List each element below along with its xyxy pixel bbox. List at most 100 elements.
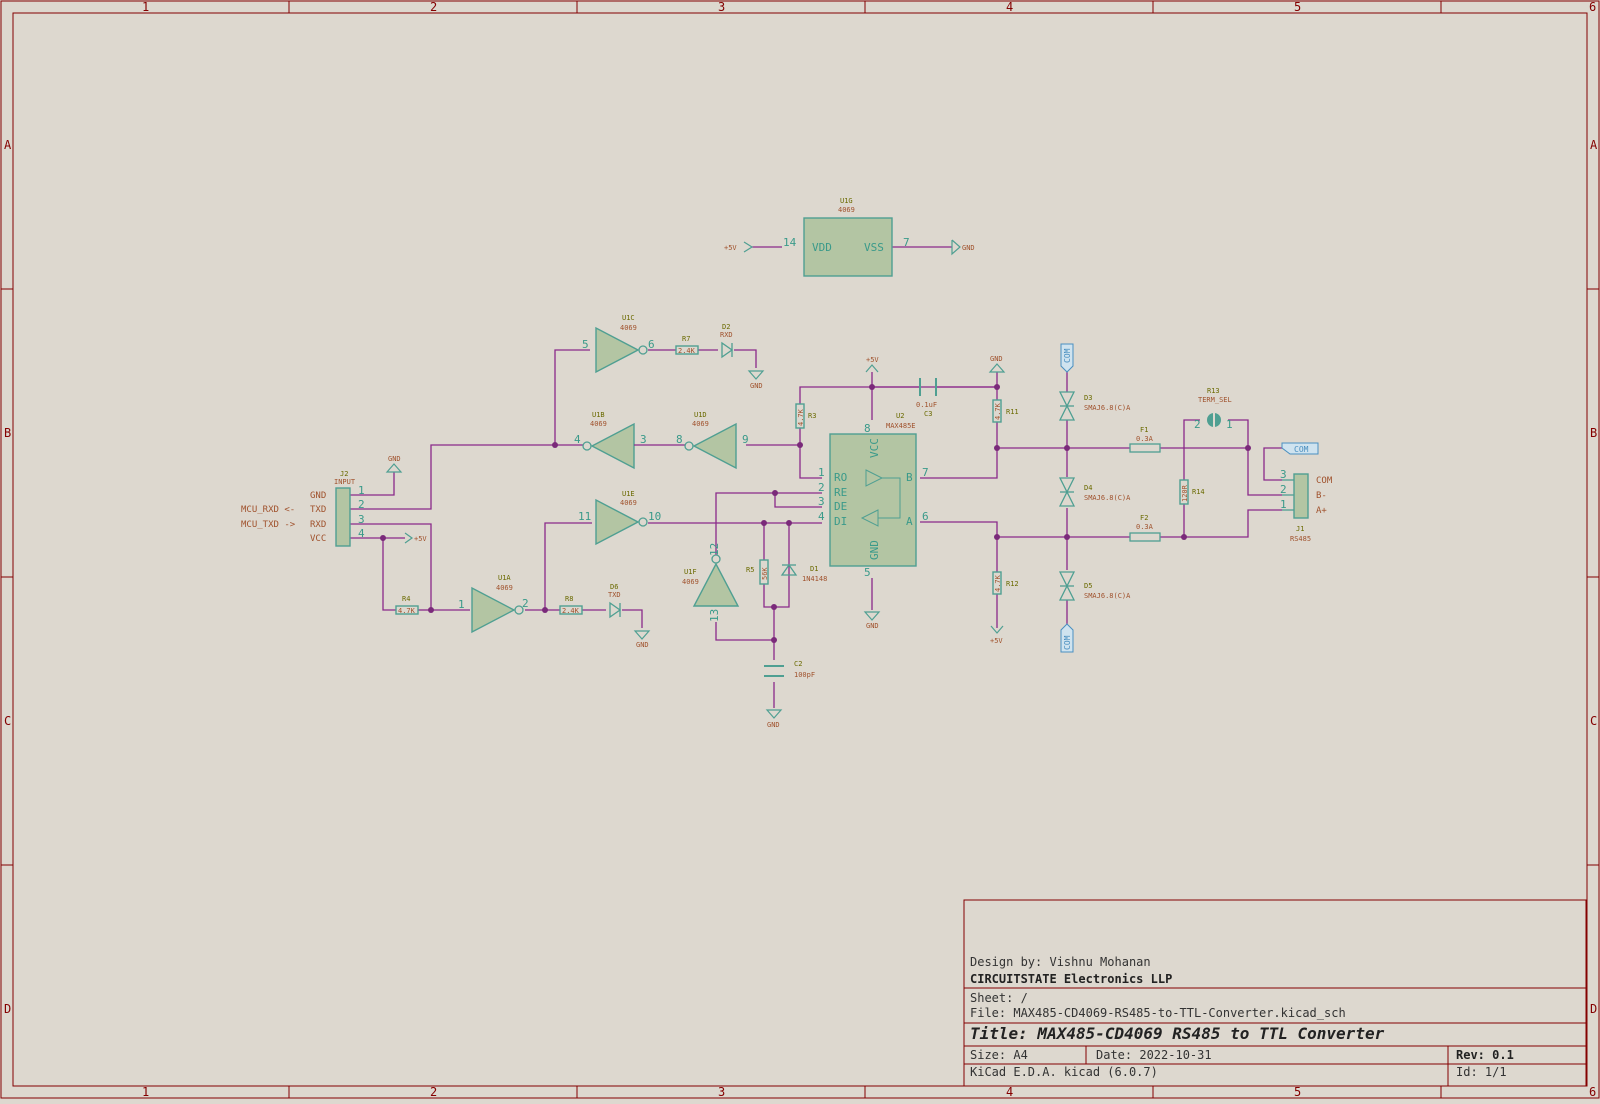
- frame-row-label: D: [1590, 1002, 1597, 1016]
- j2-name-rxd: RXD: [310, 520, 326, 530]
- u1c-value: 4069: [620, 324, 637, 332]
- u1g-ref: U1G: [840, 197, 853, 205]
- j2-input-connector[interactable]: J2 INPUT 1 2 3 4 GND TXD RXD VCC MCU_RXD…: [241, 470, 365, 547]
- tb-design-by: Design by: Vishnu Mohanan: [970, 955, 1151, 969]
- u2-value: MAX485E: [886, 422, 916, 430]
- u1a-pin-out: 2: [522, 597, 529, 610]
- d1-value: 1N4148: [802, 575, 827, 583]
- j1-value: RS485: [1290, 535, 1311, 543]
- u2-b: B: [906, 471, 913, 484]
- u2-di: DI: [834, 515, 847, 528]
- diodes: D2 RXD D6 TXD D1 1N4148 D3 SMAJ6.8(C)A D…: [608, 323, 1131, 619]
- d6-ref: D6: [610, 583, 618, 591]
- com-label-j1: COM: [1294, 445, 1309, 454]
- u1e-pin-out: 10: [648, 510, 661, 523]
- frame-col-label: 5: [1294, 0, 1301, 14]
- r5-ref: R5: [746, 566, 754, 574]
- d2-value: RXD: [720, 331, 733, 339]
- c2-ref: C2: [794, 660, 802, 668]
- u1g-pwr-5v: +5V: [724, 244, 737, 252]
- u1c-pin-in: 5: [582, 338, 589, 351]
- c3-ref: C3: [924, 410, 932, 418]
- frame-col-label: 2: [430, 1085, 437, 1099]
- frame-col-label: 5: [1294, 1085, 1301, 1099]
- u2-max485e[interactable]: U2 MAX485E RO RE DE DI B A VCC GND 1 2 3…: [818, 412, 929, 579]
- u1b-ref: U1B: [592, 411, 605, 419]
- j1-ref: J1: [1296, 525, 1304, 533]
- frame-row-label: A: [1590, 138, 1598, 152]
- u1g-power-unit[interactable]: U1G 4069 VDD VSS 14 7 +5V GND: [724, 197, 975, 277]
- u1a-ref: U1A: [498, 574, 511, 582]
- f2-ref: F2: [1140, 514, 1148, 522]
- resistors: R7 2.4K R8 2.4K R4 4.7K R3 4.7K R5 56K R…: [395, 335, 1205, 615]
- frame-col-label: 6: [1589, 0, 1596, 14]
- j1-name-b: B-: [1316, 491, 1327, 501]
- r14-ref: R14: [1192, 488, 1205, 496]
- f1-ref: F1: [1140, 426, 1148, 434]
- u2-re: RE: [834, 486, 847, 499]
- u1d-ref: U1D: [694, 411, 707, 419]
- r7-value: 2.4K: [678, 347, 696, 355]
- tb-size: Size: A4: [970, 1048, 1028, 1062]
- u2-pin8: 8: [864, 422, 871, 435]
- u1b-pin-in: 3: [640, 433, 647, 446]
- frame-row-label: B: [4, 426, 11, 440]
- u2-vcc: VCC: [868, 438, 881, 458]
- f1-value: 0.3A: [1136, 435, 1154, 443]
- u2-ro: RO: [834, 471, 847, 484]
- r13-term-sel-jumper[interactable]: R13 TERM_SEL 2 1: [1194, 387, 1233, 431]
- r13-ref: R13: [1207, 387, 1220, 395]
- u1d-inverter[interactable]: U1D 4069 9 8: [676, 411, 749, 470]
- r13-pin2: 2: [1194, 418, 1201, 431]
- u1c-inverter[interactable]: U1C 4069 5 6: [582, 314, 655, 374]
- frame-col-label: 2: [430, 0, 437, 14]
- j1-rs485-connector[interactable]: J1 RS485 3 2 1 COM B- A+: [1280, 468, 1333, 543]
- u1f-ref: U1F: [684, 568, 697, 576]
- u1f-inverter[interactable]: U1F 4069 13 12: [682, 543, 740, 622]
- gnd-j2: GND: [388, 455, 401, 463]
- tb-tool: KiCad E.D.A. kicad (6.0.7): [970, 1065, 1158, 1079]
- frame-row-label: C: [1590, 714, 1597, 728]
- net-mcu-txd: MCU_TXD ->: [241, 520, 296, 530]
- u1g-pwr-gnd: GND: [962, 244, 975, 252]
- r4-value: 4.7K: [398, 607, 416, 615]
- u1g-pin7: 7: [903, 236, 910, 249]
- u1f-pin-in: 13: [708, 609, 721, 622]
- frame-col-label: 3: [718, 1085, 725, 1099]
- u2-ref: U2: [896, 412, 904, 420]
- d4-value: SMAJ6.8(C)A: [1084, 494, 1131, 502]
- u1a-inverter[interactable]: U1A 4069 1 2: [458, 574, 529, 634]
- u1g-vdd-name: VDD: [812, 241, 832, 254]
- net-mcu-rxd: MCU_RXD <-: [241, 505, 295, 515]
- d5-ref: D5: [1084, 582, 1092, 590]
- u2-pin6: 6: [922, 510, 929, 523]
- frame-col-label: 1: [142, 1085, 149, 1099]
- j2-pin1: 1: [358, 484, 365, 497]
- r12-value: 4.7K: [994, 574, 1002, 592]
- frame-col-label: 4: [1006, 1085, 1013, 1099]
- u1b-inverter[interactable]: U1B 4069 3 4: [574, 411, 686, 470]
- frame-col-label: 6: [1589, 1085, 1596, 1099]
- u1d-value: 4069: [692, 420, 709, 428]
- r13-value: TERM_SEL: [1198, 396, 1232, 404]
- u1c-ref: U1C: [622, 314, 635, 322]
- r13-pin1: 1: [1226, 418, 1233, 431]
- r12-ref: R12: [1006, 580, 1019, 588]
- frame-row-label: A: [4, 138, 12, 152]
- u1g-pin14: 14: [783, 236, 797, 249]
- u1b-value: 4069: [590, 420, 607, 428]
- com-label-top: COM: [1063, 348, 1072, 363]
- gnd-d6: GND: [636, 641, 649, 649]
- u2-pin2: 2: [818, 481, 825, 494]
- r3-value: 4.7K: [797, 408, 805, 426]
- u2-pin7: 7: [922, 466, 929, 479]
- u1e-ref: U1E: [622, 490, 635, 498]
- r3-ref: R3: [808, 412, 816, 420]
- v5-r12: +5V: [990, 637, 1003, 645]
- j1-name-a: A+: [1316, 506, 1327, 516]
- u2-pin1: 1: [818, 466, 825, 479]
- u1g-vss-name: VSS: [864, 241, 884, 254]
- u1f-pin-out: 12: [708, 543, 721, 556]
- u1e-inverter[interactable]: U1E 4069 11 10: [578, 490, 661, 546]
